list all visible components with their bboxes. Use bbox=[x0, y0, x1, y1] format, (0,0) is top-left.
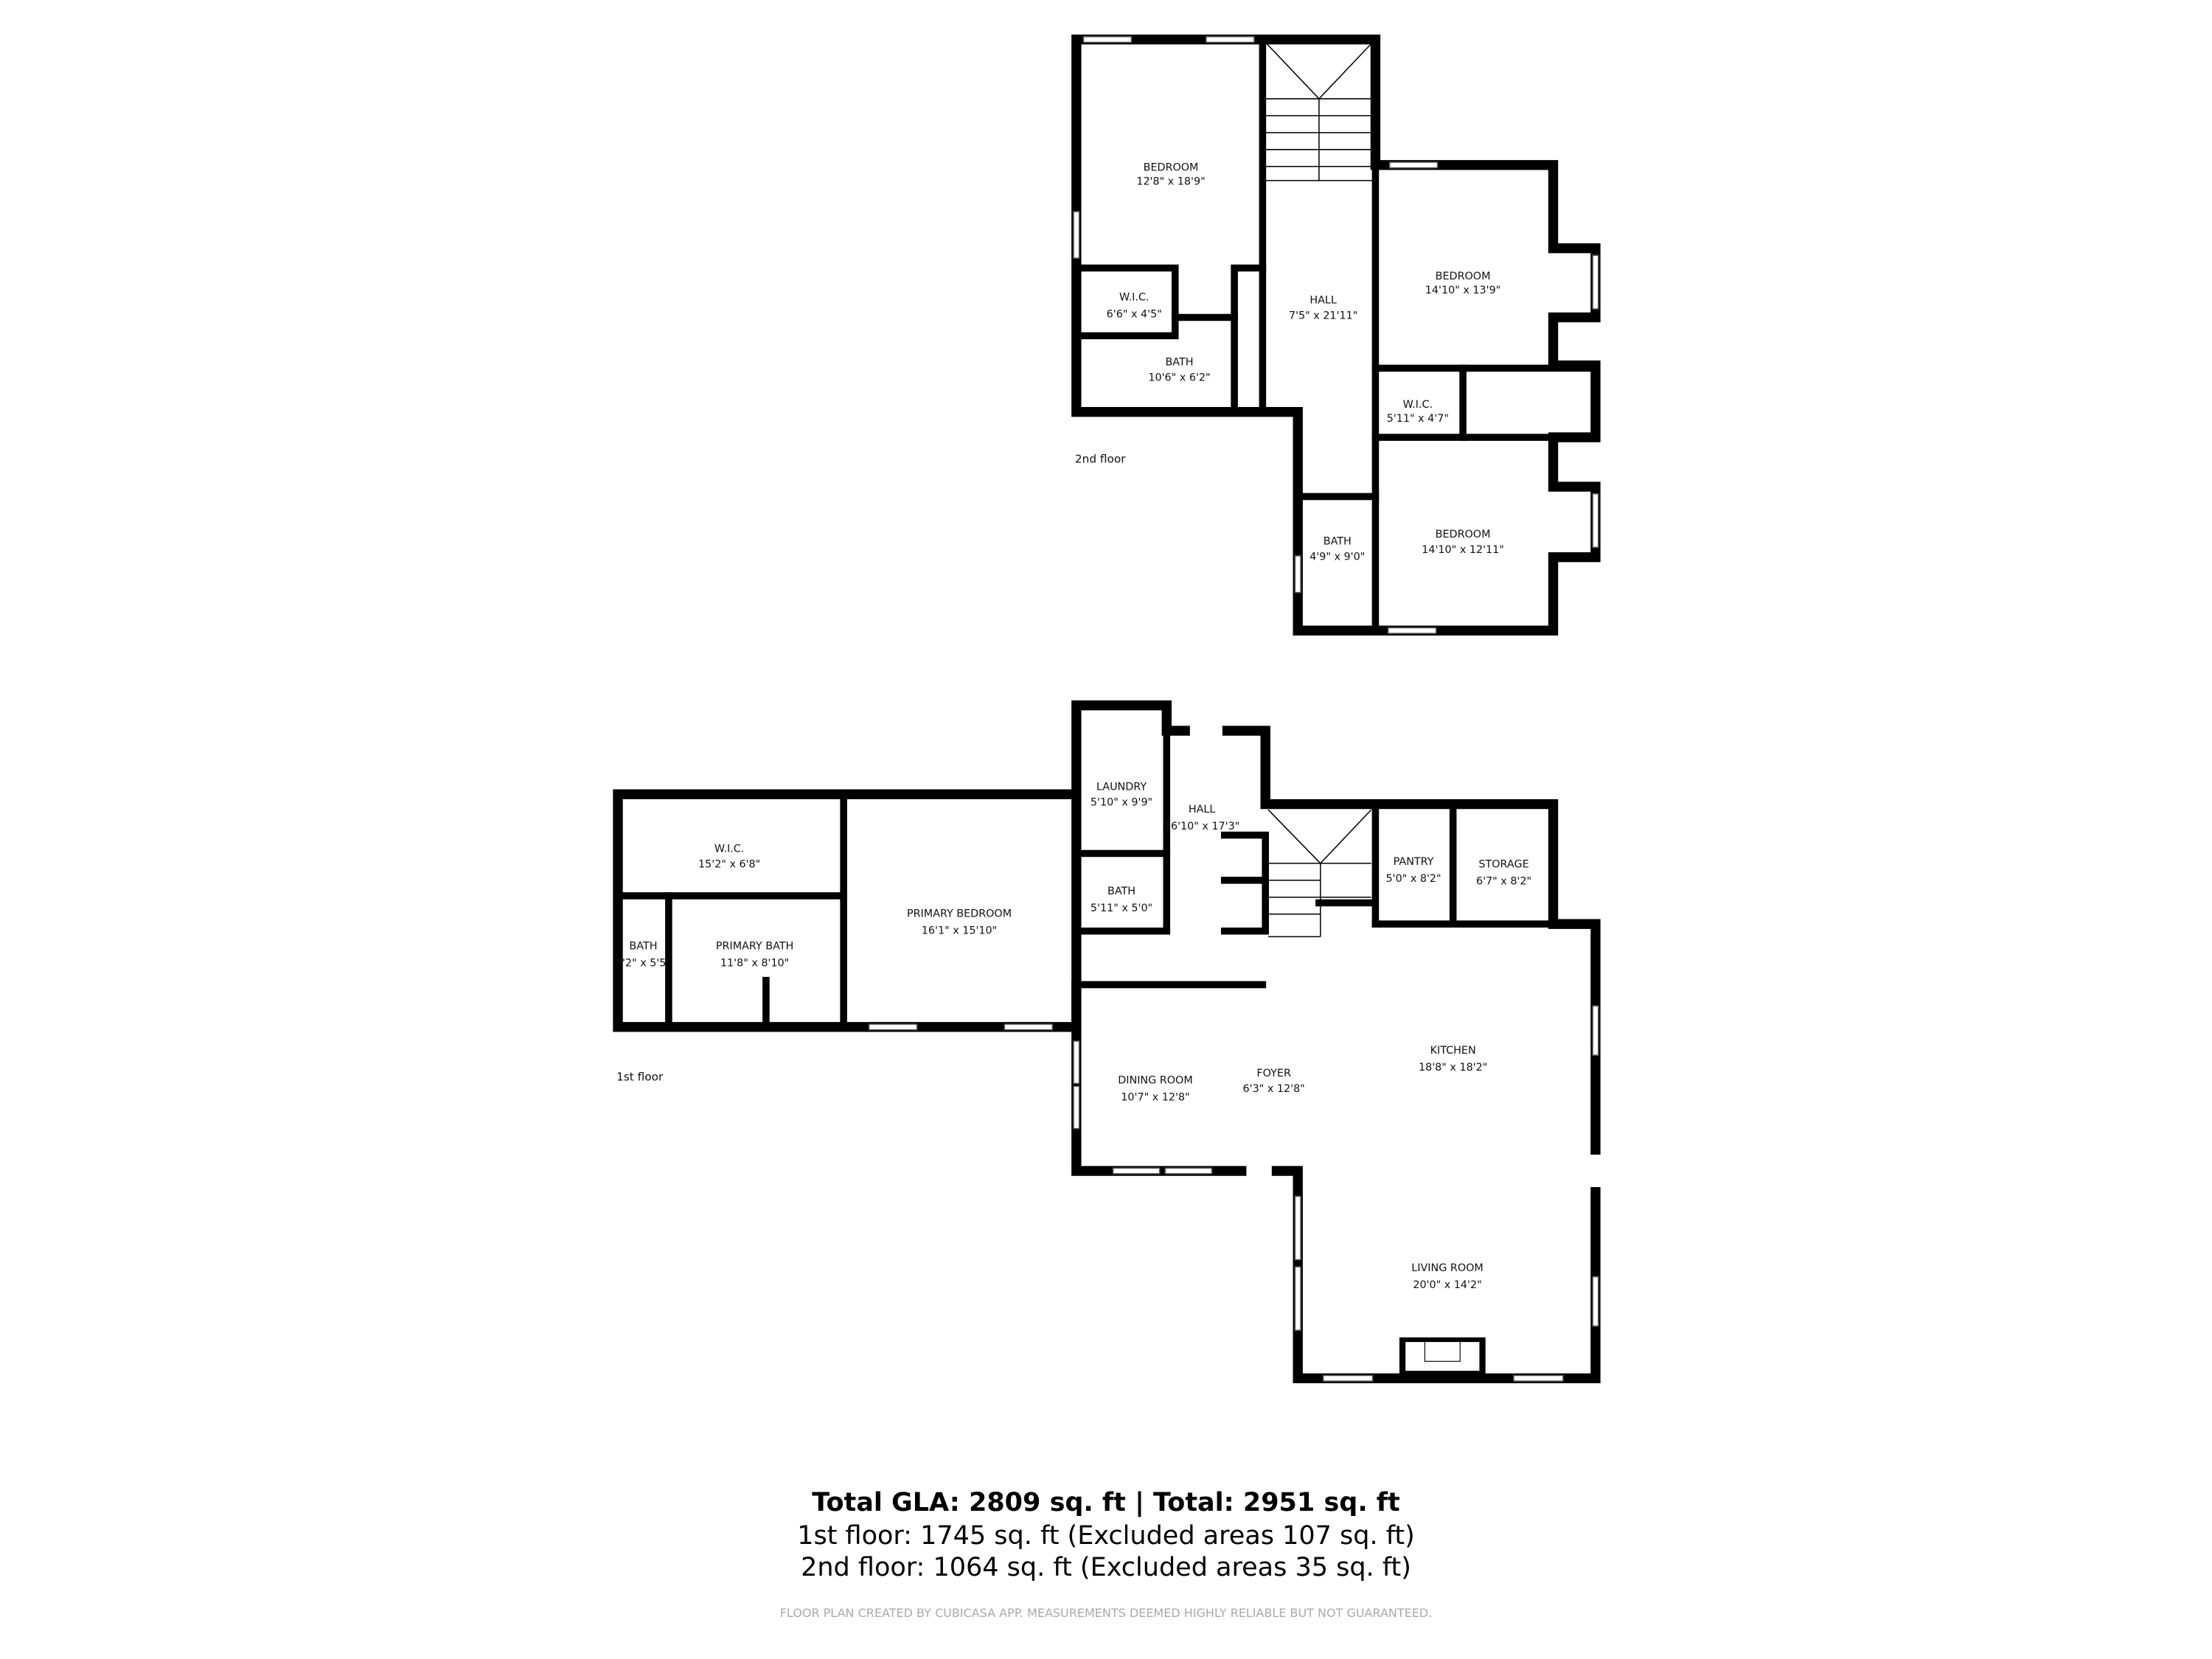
first-floor-stairs bbox=[1267, 809, 1372, 938]
total-area: Total GLA: 2809 sq. ft | Total: 2951 sq.… bbox=[812, 1488, 1400, 1517]
second-floor-windows bbox=[1073, 35, 1599, 634]
room-name: BATH bbox=[1324, 536, 1352, 548]
room-name: W.I.C. bbox=[714, 844, 744, 855]
room-name: LAUNDRY bbox=[1096, 781, 1147, 793]
first-floor-windows bbox=[868, 1005, 1599, 1382]
room-name: KITCHEN bbox=[1430, 1045, 1476, 1057]
room-name: PRIMARY BATH bbox=[716, 941, 793, 953]
room-dimensions: 3'2" x 5'5" bbox=[616, 958, 671, 970]
second-floor-room-labels: BEDROOM 12'8" x 18'9" W.I.C. 6'6" x 4'5"… bbox=[1107, 162, 1504, 563]
room-dimensions: 6'3" x 12'8" bbox=[1243, 1083, 1305, 1095]
second-floor-plan: 2nd floor BEDROOM 12'8" x 18'9" W.I.C. 6… bbox=[1071, 34, 1601, 636]
room-dimensions: 5'10" x 9'9" bbox=[1091, 796, 1152, 808]
room-name: BATH bbox=[629, 941, 657, 953]
second-floor-stairs bbox=[1265, 41, 1374, 181]
first-floor-area: 1st floor: 1745 sq. ft (Excluded areas 1… bbox=[797, 1521, 1415, 1551]
room-name: HALL bbox=[1310, 294, 1337, 306]
disclaimer-footer: FLOOR PLAN CREATED BY CUBICASA APP. MEAS… bbox=[779, 1606, 1433, 1620]
room-name: BEDROOM bbox=[1144, 162, 1199, 174]
room-dimensions: 16'1" x 15'10" bbox=[922, 925, 997, 937]
room-dimensions: 15'2" x 6'8" bbox=[698, 859, 760, 871]
fireplace bbox=[1399, 1337, 1486, 1374]
floor-label-1st: 1st floor bbox=[616, 1071, 664, 1084]
room-dimensions: 20'0" x 14'2" bbox=[1413, 1279, 1481, 1291]
room-name: BEDROOM bbox=[1436, 529, 1491, 540]
room-dimensions: 6'6" x 4'5" bbox=[1107, 308, 1162, 320]
room-name: W.I.C. bbox=[1403, 399, 1433, 411]
floor-label-2nd: 2nd floor bbox=[1075, 453, 1126, 466]
first-floor-room-labels: W.I.C. 15'2" x 6'8" BATH 3'2" x 5'5" PRI… bbox=[616, 781, 1531, 1290]
room-name: BATH bbox=[1107, 886, 1135, 897]
room-dimensions: 6'7" x 8'2" bbox=[1476, 876, 1531, 888]
first-floor-plan: 1st floor W.I.C. 15'2" x 6'8" BATH 3'2" … bbox=[613, 700, 1601, 1383]
room-name: BEDROOM bbox=[1436, 271, 1491, 282]
room-dimensions: 10'7" x 12'8" bbox=[1121, 1091, 1189, 1103]
room-name: DINING ROOM bbox=[1118, 1074, 1192, 1086]
room-dimensions: 14'10" x 12'11" bbox=[1422, 544, 1504, 556]
room-name: STORAGE bbox=[1478, 859, 1528, 871]
room-dimensions: 7'5" x 21'11" bbox=[1289, 310, 1357, 321]
room-name: W.I.C. bbox=[1119, 292, 1149, 304]
room-name: HALL bbox=[1189, 804, 1216, 815]
room-dimensions: 16'10" x 17'3" bbox=[1164, 821, 1239, 832]
room-dimensions: 5'11" x 5'0" bbox=[1091, 902, 1152, 914]
room-name: LIVING ROOM bbox=[1411, 1262, 1484, 1274]
room-dimensions: 10'6" x 6'2" bbox=[1148, 372, 1210, 384]
room-name: PANTRY bbox=[1394, 856, 1434, 868]
room-name: BATH bbox=[1165, 357, 1193, 369]
room-dimensions: 5'0" x 8'2" bbox=[1386, 873, 1441, 885]
room-dimensions: 11'8" x 8'10" bbox=[720, 958, 789, 970]
room-dimensions: 5'11" x 4'7" bbox=[1387, 413, 1449, 425]
room-dimensions: 12'8" x 18'9" bbox=[1136, 176, 1205, 188]
room-dimensions: 14'10" x 13'9" bbox=[1425, 285, 1500, 296]
room-name: PRIMARY BEDROOM bbox=[907, 908, 1012, 920]
room-dimensions: 4'9" x 9'0" bbox=[1310, 552, 1365, 563]
room-dimensions: 18'8" x 18'2" bbox=[1419, 1062, 1487, 1074]
second-floor-area: 2nd floor: 1064 sq. ft (Excluded areas 3… bbox=[801, 1553, 1411, 1582]
room-name: FOYER bbox=[1256, 1068, 1291, 1079]
